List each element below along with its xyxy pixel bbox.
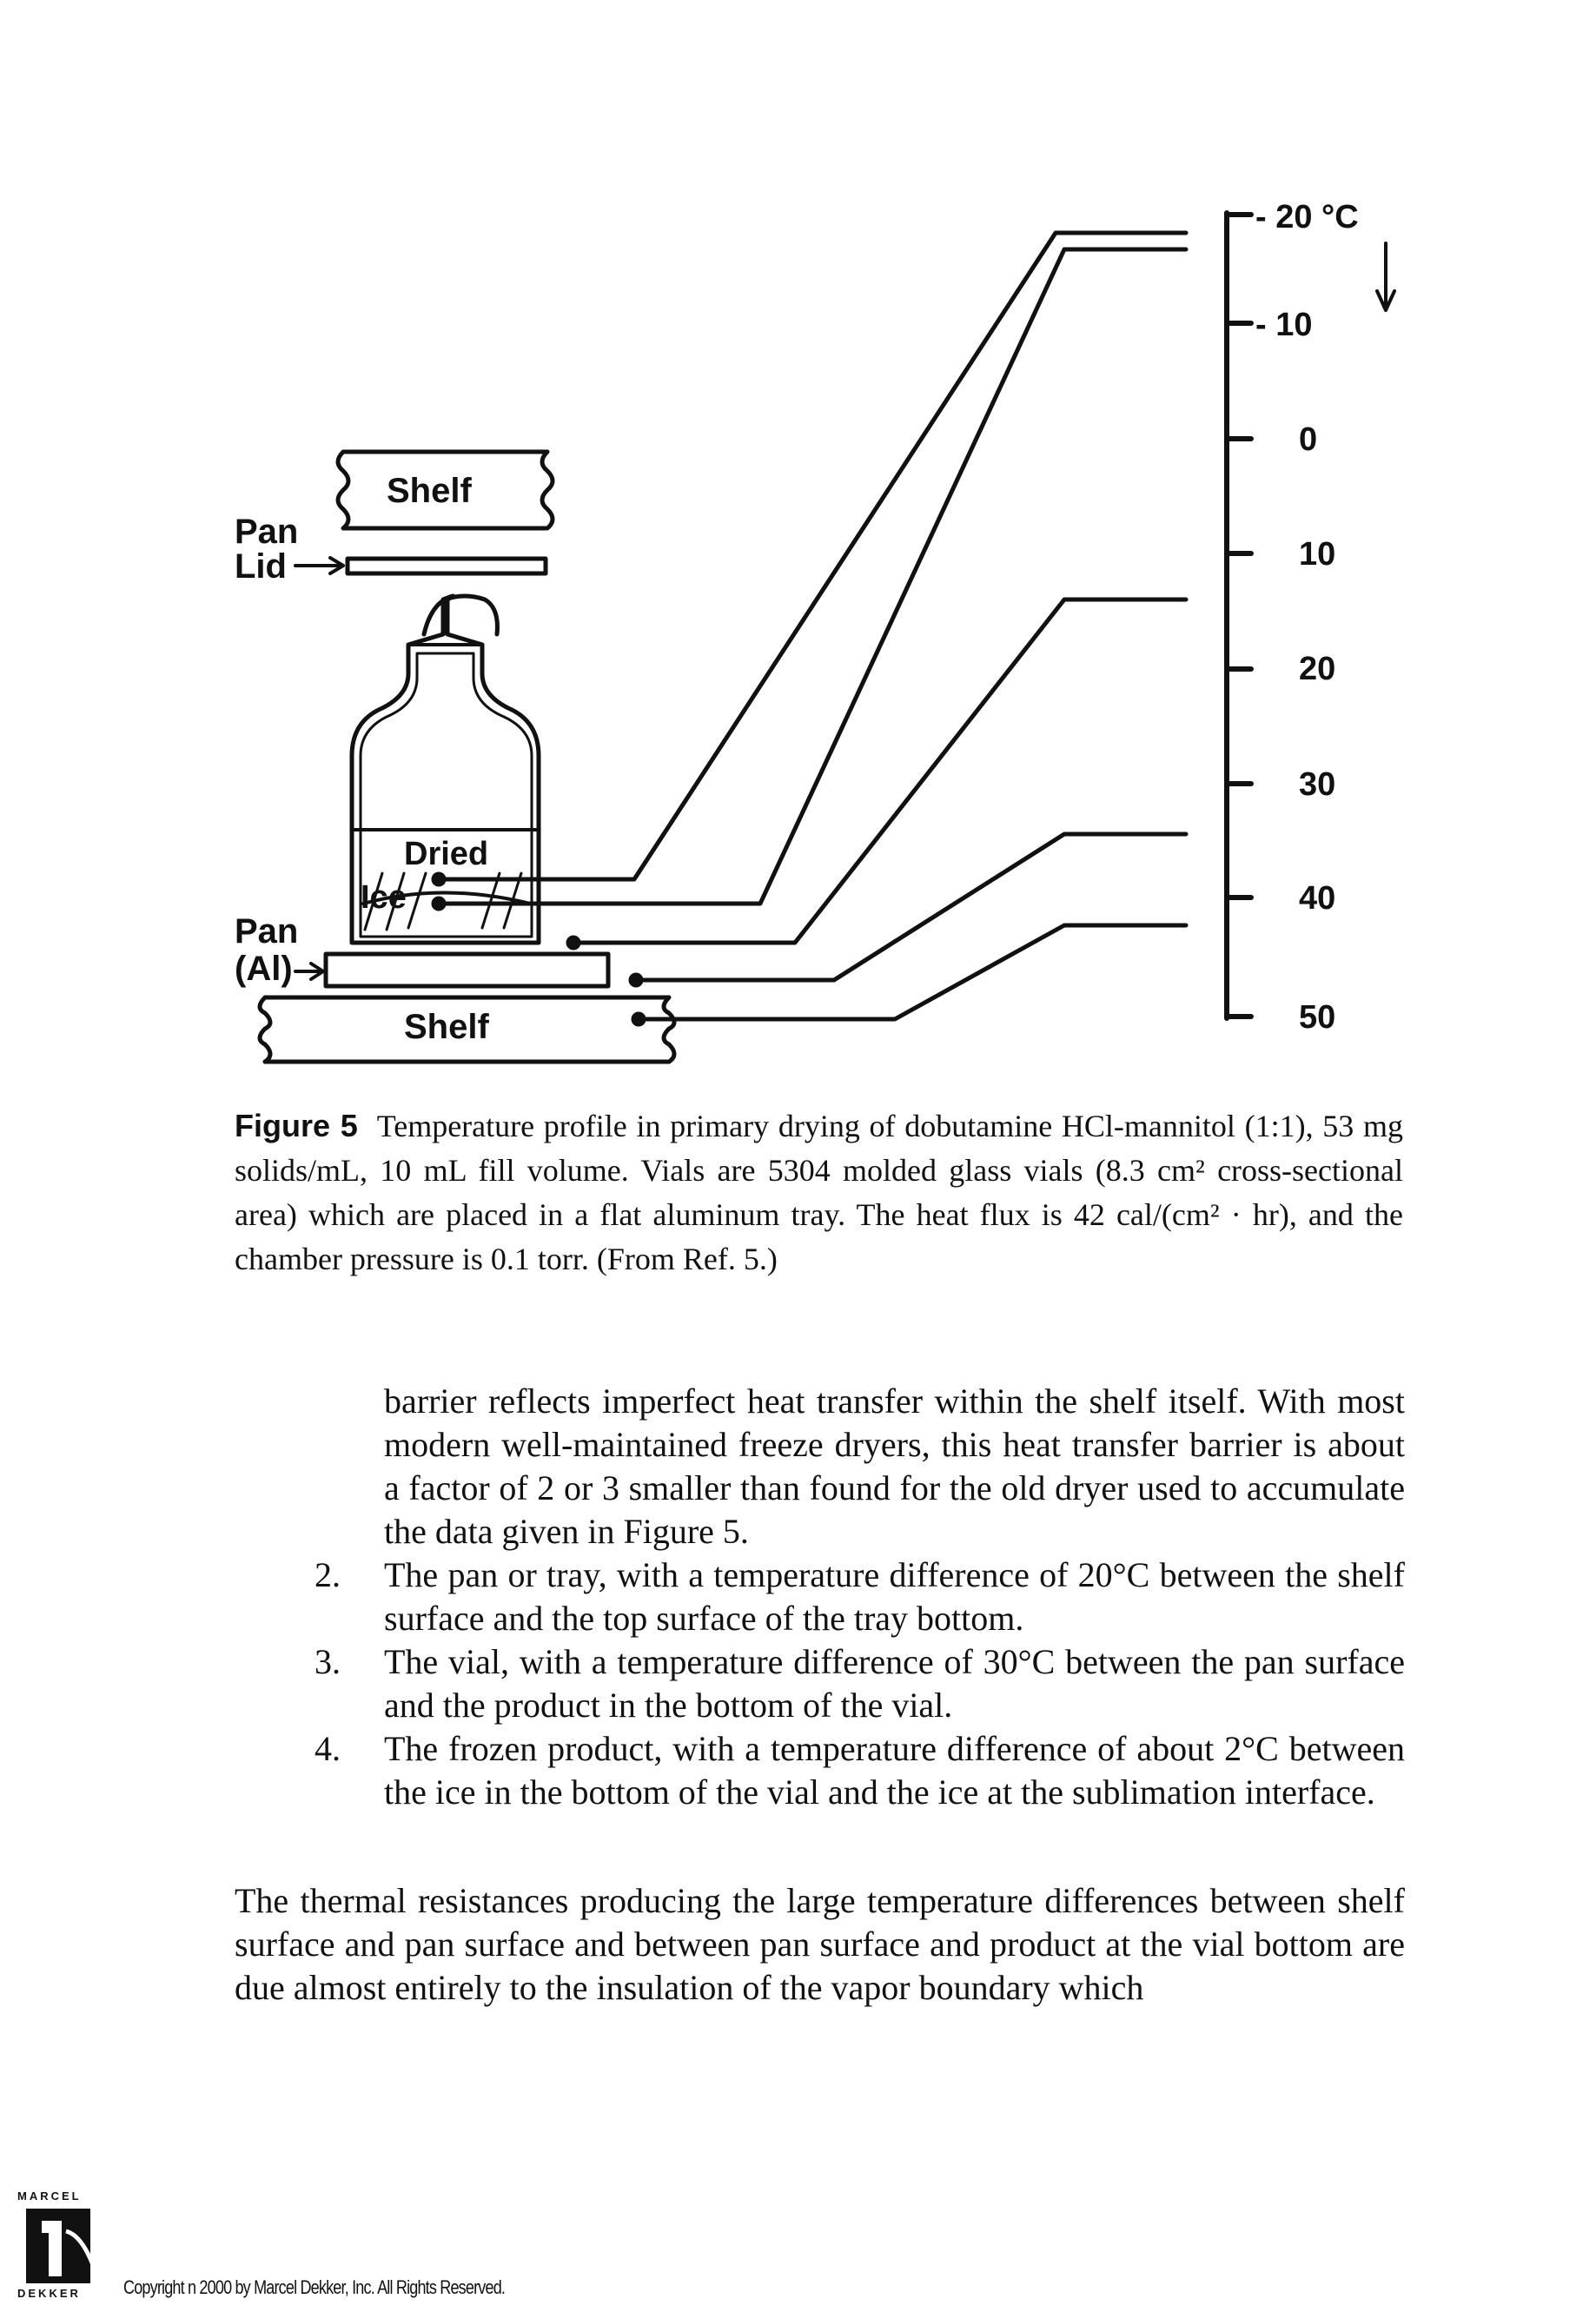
profile-line-pan-surface [632,831,1189,983]
scale-tick-7: 50 [1299,999,1335,1036]
scale-arrow [1375,242,1396,312]
top-shelf-label: Shelf [387,472,472,510]
numbered-list: barrier reflects imperfect heat transfer… [297,1380,1405,1814]
profile-line-vial-bottom [571,597,1189,945]
pan-al-arrow [294,962,325,981]
list-item: 2. The pan or tray, with a temperature d… [297,1553,1405,1640]
logo-text-bottom: DEKKER [17,2287,81,2300]
list-item-number: 4. [315,1729,341,1768]
list-item: barrier reflects imperfect heat transfer… [297,1380,1405,1553]
ice-label: Ice [361,879,407,916]
pan-lid-label-1: Pan [235,513,298,551]
pan-lid-label-2: Lid [235,547,287,586]
profile-line-ice [432,247,1189,906]
list-item: 3. The vial, with a temperature differen… [297,1640,1405,1727]
scale-tick-4: 20 [1299,651,1335,687]
top-shelf-shape [335,449,555,531]
pan-al-label-1: Pan [235,912,298,951]
scale-tick-6: 40 [1299,880,1335,917]
figure-label: Figure 5 [235,1108,358,1143]
list-item-text: The pan or tray, with a temperature diff… [384,1555,1405,1638]
pan-al-shape [323,951,611,989]
profile-line-shelf [636,923,1189,1022]
dried-label: Dried [404,836,488,872]
temperature-profile-figure: Shelf Pan Lid Dried Ice Pan (Al) Shelf -… [235,199,1396,1064]
scale-tick-5: 30 [1299,766,1335,803]
pan-al-label-2: (Al) [235,950,293,988]
scale-tick-1: - 10 [1255,307,1312,343]
scale-tick-2: 0 [1299,421,1317,458]
scale-tick-0: - 20 °C [1255,199,1359,235]
logo-text-top: MARCEL [17,2189,82,2203]
list-item: 4. The frozen product, with a temperatur… [297,1727,1405,1814]
bottom-shelf-shape [257,995,677,1064]
copyright-notice: Copyright n 2000 by Marcel Dekker, Inc. … [123,2276,506,2298]
list-item-number: 2. [315,1555,341,1594]
list-item-text: The frozen product, with a temperature d… [384,1729,1405,1812]
list-item-text: barrier reflects imperfect heat transfer… [384,1381,1405,1551]
body-paragraph: The thermal resistances producing the la… [235,1881,1405,2007]
scale-tick-3: 10 [1299,536,1335,573]
pan-lid-shape [345,556,548,576]
list-item-number: 3. [315,1642,341,1681]
list-item-text: The vial, with a temperature difference … [384,1642,1405,1725]
bottom-shelf-label: Shelf [404,1008,489,1046]
caption-text: Temperature profile in primary drying of… [235,1109,1403,1276]
pan-lid-arrow [294,556,345,575]
marcel-dekker-logo: MARCEL DEKKER [17,2189,99,2300]
profile-line-dried [432,230,1189,882]
vial-shape [349,593,541,945]
